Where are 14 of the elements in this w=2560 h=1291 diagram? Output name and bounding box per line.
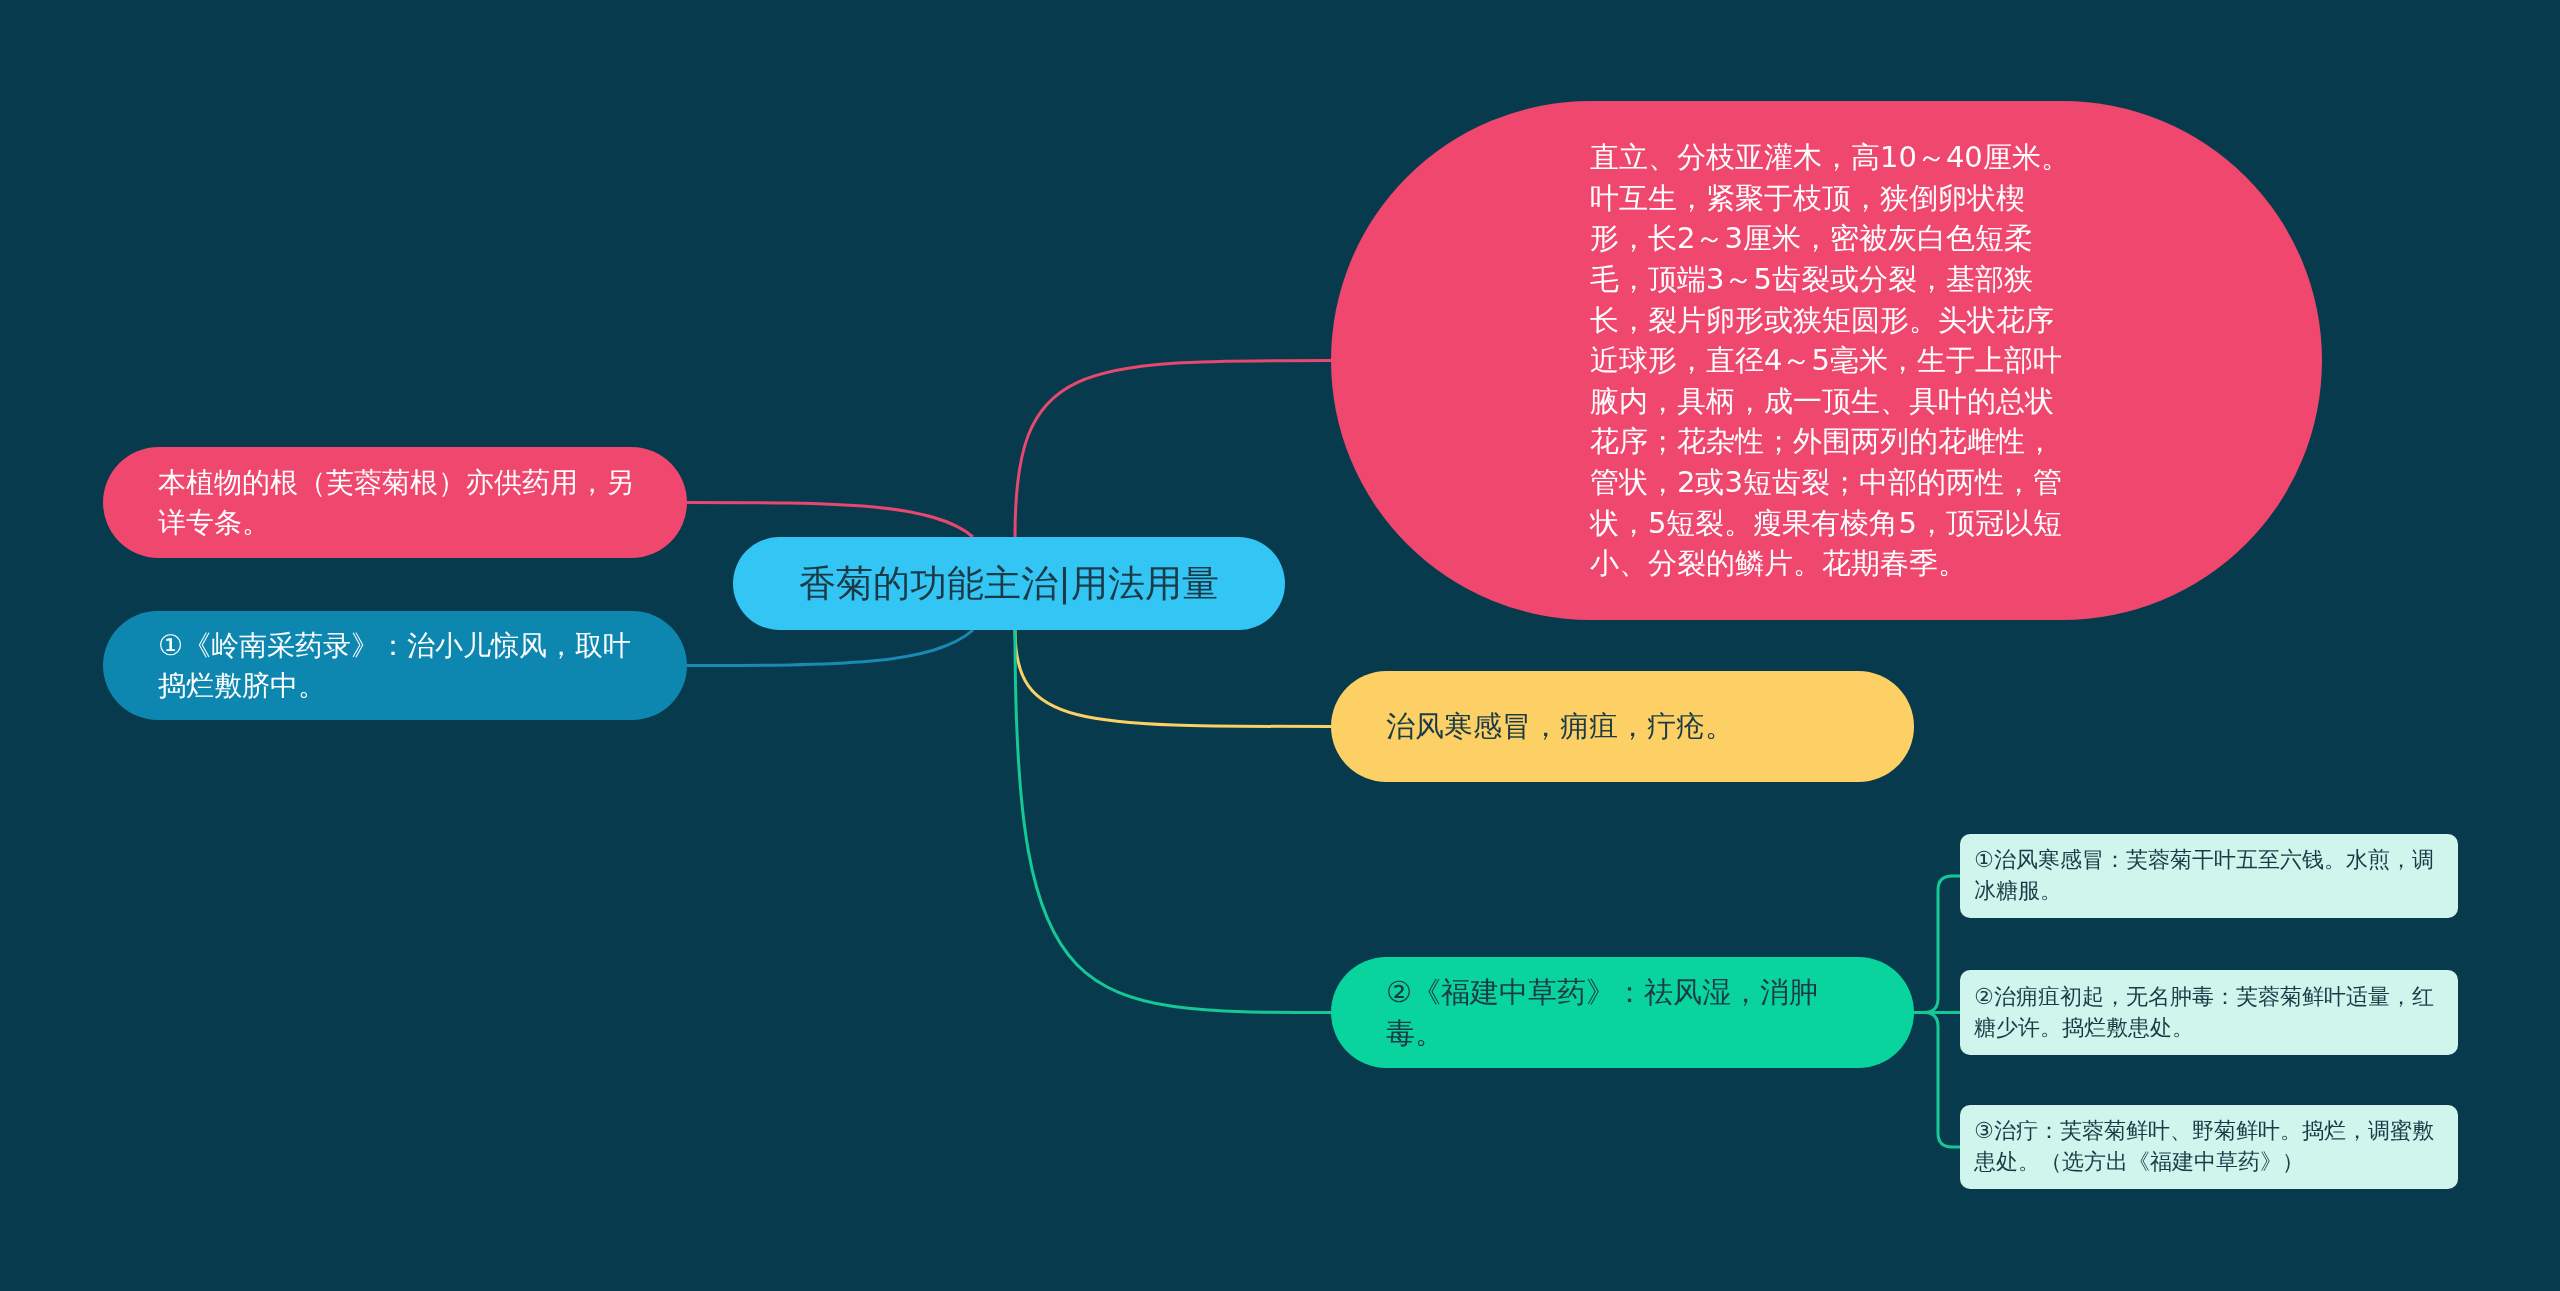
connector-line	[687, 501, 974, 539]
topic-bubble: 治风寒感冒，痈疽，疔疮。	[1331, 671, 1914, 782]
subtopic-box: ①治风寒感冒：芙蓉菊干叶五至六钱。水煎，调冰糖服。	[1960, 834, 2458, 918]
connector-line	[1013, 629, 1331, 1014]
connector-line	[1914, 1011, 1960, 1149]
topic-bubble: ①《岭南采药录》：治小儿惊风，取叶捣烂敷脐中。	[103, 611, 687, 720]
topic-bubble: ②《福建中草药》：祛风湿，消肿毒。	[1331, 957, 1914, 1068]
topic-bubble: 本植物的根（芙蓉菊根）亦供药用，另详专条。	[103, 447, 687, 558]
connector-line	[687, 628, 974, 667]
subtopic-box: ②治痈疽初起，无名肿毒：芙蓉菊鲜叶适量，红糖少许。捣烂敷患处。	[1960, 970, 2458, 1055]
subtopic-box: ③治疔：芙蓉菊鲜叶、野菊鲜叶。捣烂，调蜜敷患处。（选方出《福建中草药》）	[1960, 1105, 2458, 1189]
topic-bubble: 直立、分枝亚灌木，高10～40厘米。叶互生，紧聚于枝顶，狭倒卵状楔形，长2～3厘米，密被灰白色短柔毛，顶端3～5齿裂或分裂，基部狭长，裂片卵形或狭矩圆形。头状花序近球形，直径4～5毫米，生于上部叶腋内，具柄，成一顶生、具叶的总状花序；花杂性；外围两列的花雌性，管状，2或3短齿裂；中部的两性，管状，5短裂。瘦果有棱角5，顶冠以短小、分裂的鳞片。花期春季。	[1331, 101, 2322, 620]
central-topic: 香菊的功能主治|用法用量	[733, 537, 1285, 630]
connector-line	[1013, 359, 1331, 538]
